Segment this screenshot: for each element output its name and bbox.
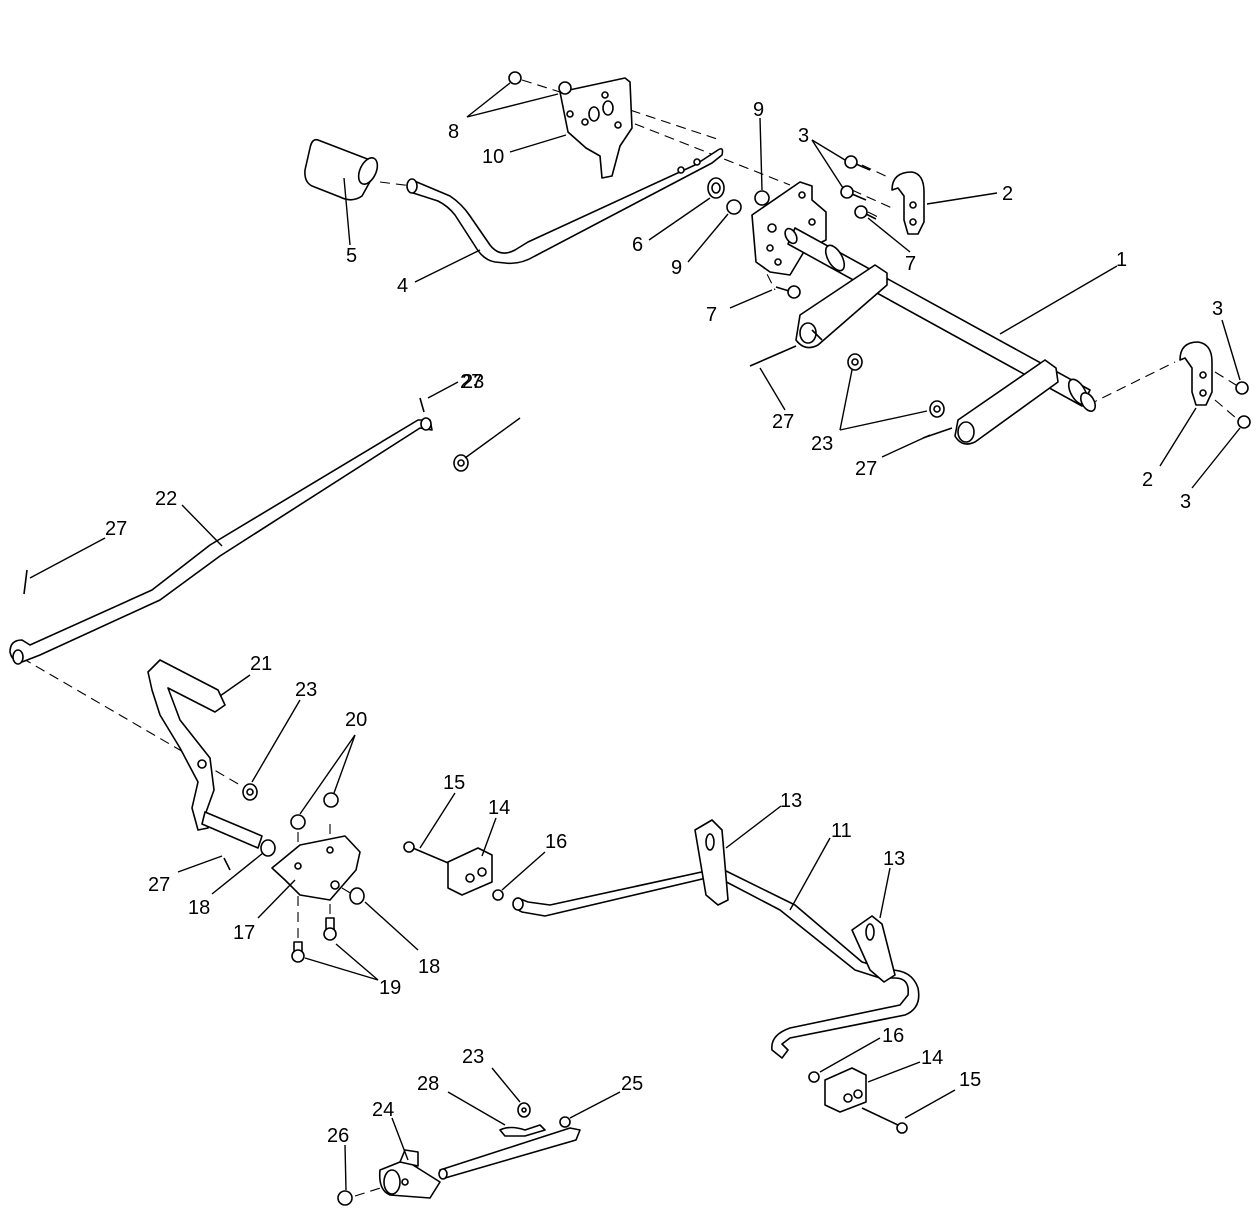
callout-labels: 8 10 9 3 2 5 4 6 9 7 7 1 3 27 23 27 23 2…	[105, 99, 1223, 1147]
callout-22: 22	[155, 488, 177, 510]
callout-2: 2	[1142, 469, 1153, 491]
leader-lines	[29, 82, 1241, 1191]
part-14-15-16-lower	[808, 1067, 908, 1134]
callout-20: 20	[345, 709, 367, 731]
part-11-crossbar	[512, 819, 920, 1059]
callout-14: 14	[488, 797, 510, 819]
callout-24: 24	[372, 1099, 394, 1121]
callout-27: 27	[105, 518, 127, 540]
callout-16: 16	[545, 831, 567, 853]
callout-3: 3	[798, 125, 809, 147]
part-10-plate	[559, 77, 633, 179]
part-2-hook-lower	[1179, 341, 1213, 406]
callout-27: 27	[460, 371, 482, 393]
callout-15: 15	[443, 772, 465, 794]
callout-18: 18	[418, 956, 440, 978]
part-22-rod	[9, 417, 433, 665]
callout-10: 10	[482, 146, 504, 168]
alignment-lines	[21, 79, 1237, 1197]
callout-7: 7	[706, 304, 717, 326]
callout-9: 9	[753, 99, 764, 121]
part-1-shaft	[784, 227, 1097, 445]
callout-13: 13	[780, 790, 802, 812]
part-18-20-hardware	[223, 783, 365, 905]
callout-28: 28	[417, 1073, 439, 1095]
callout-6: 6	[632, 234, 643, 256]
part-19-bolts	[291, 917, 337, 963]
callout-18: 18	[188, 897, 210, 919]
part-24-28-linkage	[337, 1102, 581, 1206]
callout-27: 27	[772, 411, 794, 433]
callout-15: 15	[959, 1069, 981, 1091]
part-3-7-bolts	[775, 155, 1251, 429]
callout-17: 17	[233, 922, 255, 944]
callout-23: 23	[462, 371, 484, 393]
callout-13: 13	[883, 848, 905, 870]
part-23-27-hardware-upper	[23, 345, 953, 595]
part-8-nuts	[508, 71, 572, 95]
callout-19: 19	[379, 977, 401, 999]
callout-16: 16	[882, 1025, 904, 1047]
callout-23: 23	[295, 679, 317, 701]
callout-7: 7	[905, 253, 916, 275]
callout-3: 3	[1180, 491, 1191, 513]
part-6-9-washers	[707, 177, 770, 215]
part-5-grip	[304, 138, 379, 201]
callout-3: 3	[1212, 298, 1223, 320]
part-4-lever	[406, 148, 724, 265]
callout-1: 1	[1116, 249, 1127, 271]
callout-23: 23	[462, 1046, 484, 1068]
callout-11: 11	[831, 820, 852, 842]
callout-2: 2	[1002, 183, 1013, 205]
callout-9: 9	[671, 257, 682, 279]
callout-26: 26	[327, 1125, 349, 1147]
part-21-pedal	[147, 659, 263, 849]
callout-25: 25	[621, 1073, 643, 1095]
callout-23: 23	[811, 433, 833, 455]
callout-27: 27	[855, 458, 877, 480]
part-14-15-16-upper	[403, 841, 504, 901]
callout-8: 8	[448, 121, 459, 143]
part-2-hook-upper	[891, 171, 925, 235]
callout-27: 27	[148, 874, 170, 896]
callout-14: 14	[921, 1047, 943, 1069]
callout-4: 4	[397, 275, 408, 297]
callout-5: 5	[346, 245, 357, 267]
callout-21: 21	[250, 653, 272, 675]
